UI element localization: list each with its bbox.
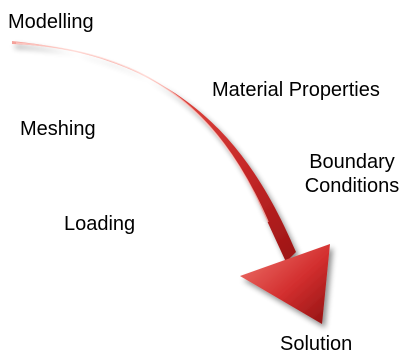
step-label-loading: Loading — [64, 213, 136, 235]
step-label-solution: Solution — [280, 333, 353, 355]
marker-4 — [259, 220, 266, 226]
arrow-markers — [128, 89, 266, 226]
step-label-boundary-conditions: Boundary Conditions — [304, 151, 400, 197]
arrow-highlight — [15, 42, 269, 223]
marker-3 — [228, 172, 235, 178]
marker-2 — [178, 124, 186, 130]
marker-1 — [128, 89, 136, 95]
arrow-shaft — [12, 41, 296, 262]
step-label-material-properties: Material Properties — [212, 79, 380, 101]
arrow-head — [240, 244, 330, 324]
step-label-meshing: Meshing — [20, 118, 96, 140]
step-label-modelling: Modelling — [8, 11, 94, 33]
